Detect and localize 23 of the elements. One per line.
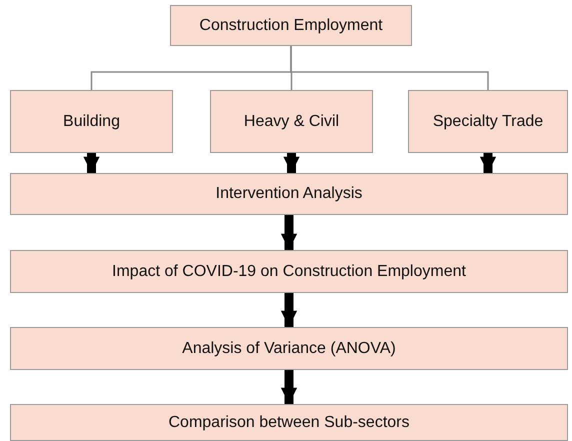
box-label: Heavy & Civil	[244, 112, 340, 130]
block-arrow	[83, 153, 100, 173]
process-box	[408, 90, 568, 153]
block-arrow	[280, 293, 298, 327]
box-label: Intervention Analysis	[216, 185, 362, 203]
box-label: Specialty Trade	[432, 112, 544, 130]
process-box	[10, 173, 568, 215]
block-arrow	[280, 215, 298, 250]
process-box	[170, 5, 412, 46]
block-arrow	[280, 370, 298, 404]
box-label: Building	[63, 112, 120, 130]
box-label: Construction Employment	[199, 16, 383, 34]
connector-line	[290, 46, 489, 90]
process-box	[10, 404, 568, 441]
box-label: Analysis of Variance (ANOVA)	[182, 340, 396, 358]
process-box	[10, 327, 568, 370]
process-box	[10, 250, 568, 293]
process-box	[210, 90, 373, 153]
block-arrow	[283, 153, 300, 173]
block-arrow	[480, 153, 496, 173]
box-label: Impact of COVID-19 on Construction Employment	[112, 262, 466, 280]
box-label: Comparison between Sub-sectors	[168, 414, 410, 432]
process-box	[10, 90, 173, 153]
